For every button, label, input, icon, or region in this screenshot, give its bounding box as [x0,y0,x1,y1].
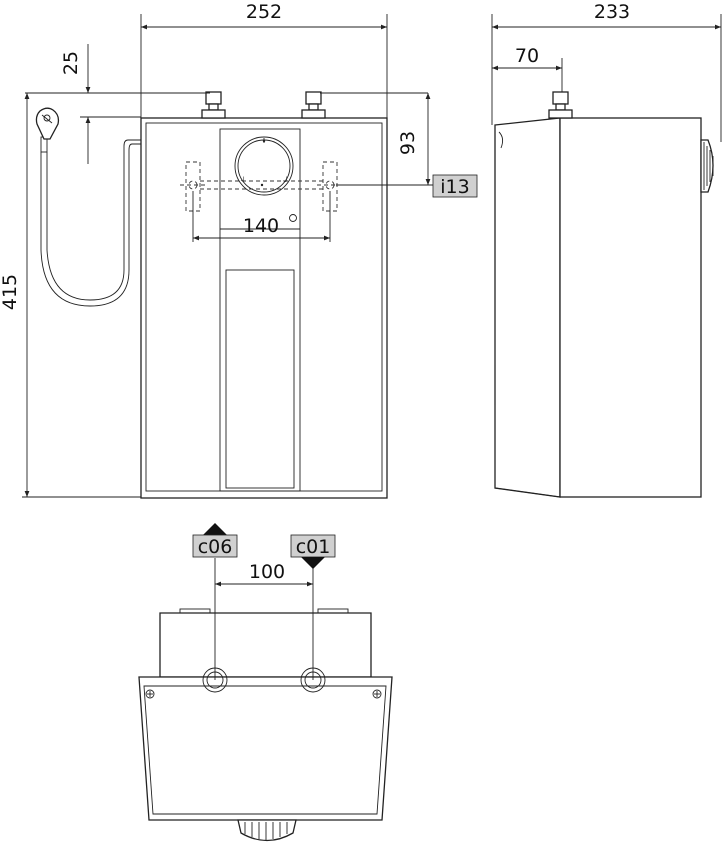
tag-hot-outlet: c06 [198,536,233,558]
inlet-arrow-icon [301,557,325,569]
indicator-lamp [289,214,297,222]
dim-top-offset: 25 [60,51,82,75]
pipe-stub-left [201,91,226,119]
bottom-front [138,676,393,821]
tag-cold-inlet: c01 [296,536,331,558]
dim-height: 415 [0,274,21,310]
side-back-panel [494,117,561,498]
outlet-arrow-icon [203,523,227,535]
thermostat-knob [234,136,294,196]
dim-connection-spacing: 100 [249,561,285,583]
dim-side-depth: 233 [594,1,630,23]
svg-text:ل: ل [283,176,287,183]
control-column [219,128,301,492]
bottom-rear [159,612,372,678]
bottom-knob-icon [237,819,297,842]
pipe-stub-right [301,91,326,119]
fixing-bracket-left [180,161,206,212]
side-pipe-stub [548,91,573,119]
heater-body-front [140,117,388,499]
bottom-view: 100 c06 c01 [138,523,393,842]
side-knob-icon [700,139,714,193]
tag-hot-box [192,534,238,558]
side-front-panel [559,117,702,498]
dim-side-offset: 70 [515,45,539,67]
tag-fixing-box [432,174,478,198]
plug-icon [35,107,60,140]
front-view: 252 لـ ل [0,1,478,499]
side-view: 233 70 [491,1,722,498]
power-cable [40,136,141,307]
screw-right-icon [372,689,382,699]
dim-fixing-height: 93 [397,131,419,155]
dim-front-width: 252 [246,1,282,23]
dim-fixing-spacing: 140 [243,215,279,237]
svg-text:لـ: لـ [240,176,245,183]
tag-fixing: i13 [440,176,469,198]
front-window [225,269,295,489]
screw-left-icon [145,689,155,699]
